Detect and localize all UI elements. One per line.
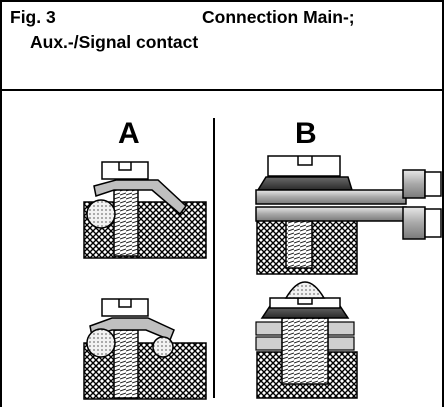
screw-shank [113, 329, 139, 399]
busbar-upper [255, 189, 407, 205]
base-block [83, 201, 207, 259]
busbar-lower [255, 206, 407, 222]
panel-label-a: A [118, 117, 140, 150]
stack-left-2 [255, 336, 283, 351]
cable-end-upper [424, 171, 442, 197]
panel-a-bottom-assembly [83, 298, 207, 400]
screw-head [101, 161, 149, 180]
round-wire-crown [284, 281, 326, 299]
cable-end-lower [424, 208, 442, 238]
screw-head [267, 155, 341, 177]
cable-sleeve-upper [402, 169, 426, 199]
panel-label-b: B [295, 117, 317, 150]
figure-number: Fig. 3 [10, 7, 56, 27]
stranded-wire [86, 199, 116, 229]
lug-terminal-top [256, 176, 354, 191]
screw-head [269, 297, 341, 309]
panel-a-top-assembly [83, 161, 207, 259]
stack-left-1 [255, 321, 283, 336]
stranded-wire-left [86, 328, 116, 358]
panel-b-top-assembly [255, 155, 442, 275]
clamp-plate [93, 179, 188, 216]
screw-shank [113, 187, 139, 257]
stack-right-2 [327, 336, 355, 351]
screw-head [101, 298, 149, 317]
figure-title: Connection Main-; [202, 7, 355, 27]
panel-b-bottom-assembly [255, 281, 358, 399]
figure-subtitle: Aux.-/Signal contact [30, 32, 199, 52]
stack-right-1 [327, 321, 355, 336]
screw-shank [281, 317, 329, 385]
cable-sleeve-lower [402, 206, 426, 240]
figure-title-bar: Fig. 3 Connection Main-; Aux.-/Signal co… [2, 2, 442, 91]
stranded-wire-right [152, 336, 174, 358]
